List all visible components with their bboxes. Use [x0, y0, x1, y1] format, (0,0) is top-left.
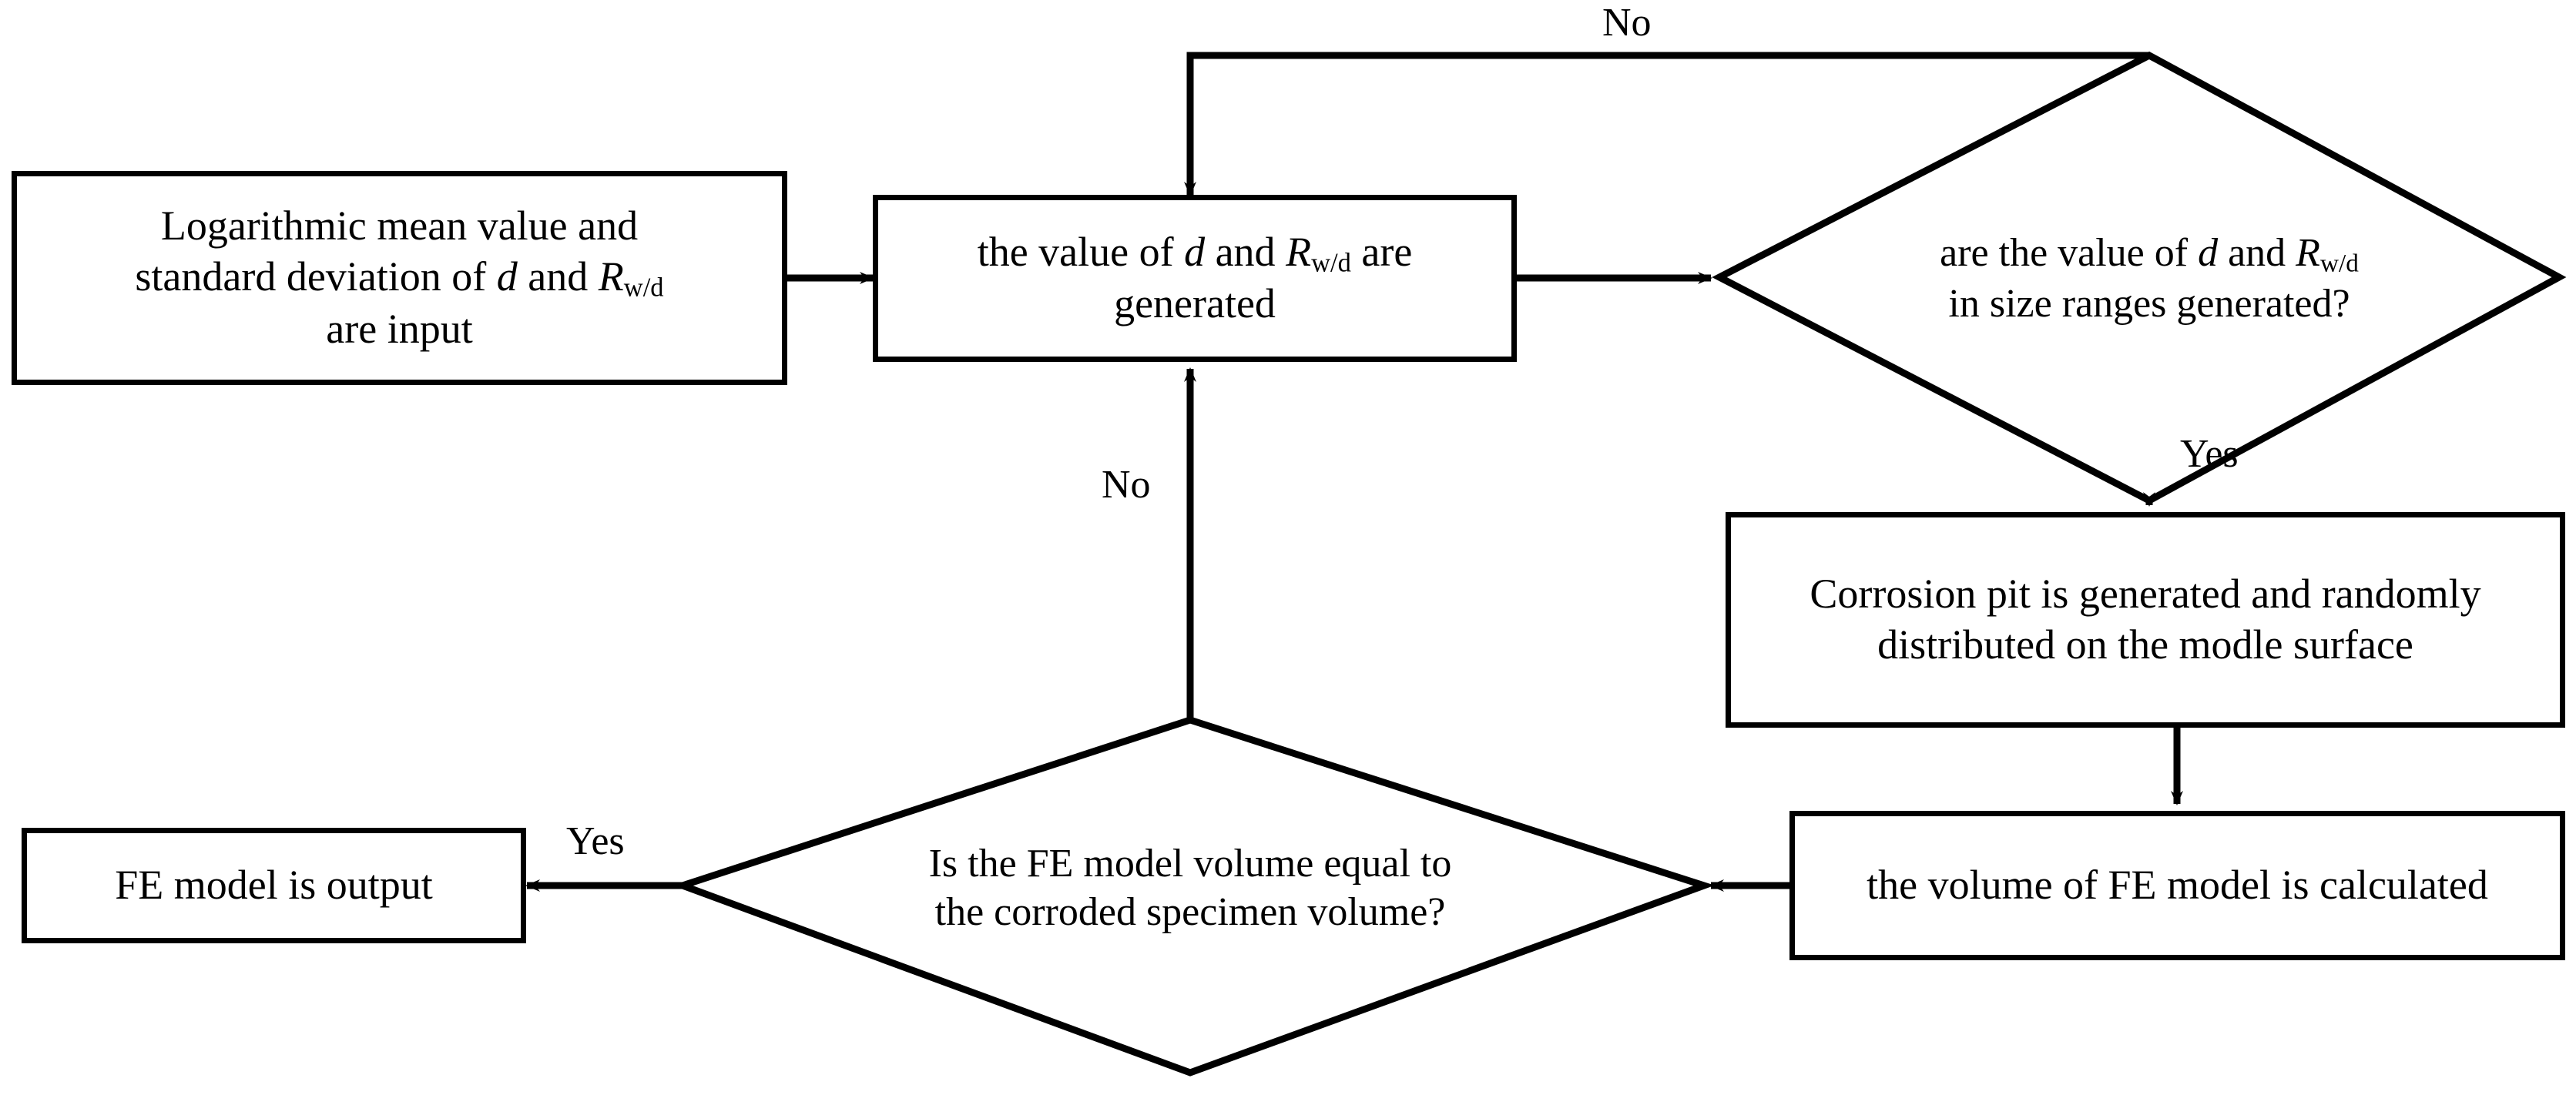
node-volume-calc: the volume of FE model is calculated [1789, 811, 2565, 960]
var-d: d [1184, 228, 1206, 275]
var-R-subscript: w/d [1311, 248, 1351, 278]
var-d: d [496, 253, 518, 300]
edge-label-size-check-no: No [1602, 1, 1652, 45]
edge-size-check-no-loop [1184, 52, 2149, 196]
node-volume-calc-label: the volume of FE model is calculated [1867, 862, 2488, 909]
var-d: d [2198, 231, 2219, 276]
var-R-subscript: w/d [623, 273, 664, 303]
node-corrosion-pit: Corrosion pit is generated and randomly … [1726, 512, 2565, 728]
node-corrosion-pit-label: Corrosion pit is generated and randomly … [1810, 571, 2481, 668]
edge-label-size-check-yes: Yes [2180, 432, 2239, 476]
node-fe-output-label: FE model is output [115, 862, 433, 909]
edge-label-volume-check-yes: Yes [566, 819, 625, 863]
var-R-subscript: w/d [2319, 249, 2359, 278]
var-R: R [1286, 228, 1312, 275]
var-R: R [2296, 231, 2320, 276]
node-fe-output: FE model is output [22, 828, 526, 943]
var-R: R [598, 253, 624, 300]
edge-label-volume-check-no: No [1102, 463, 1151, 507]
